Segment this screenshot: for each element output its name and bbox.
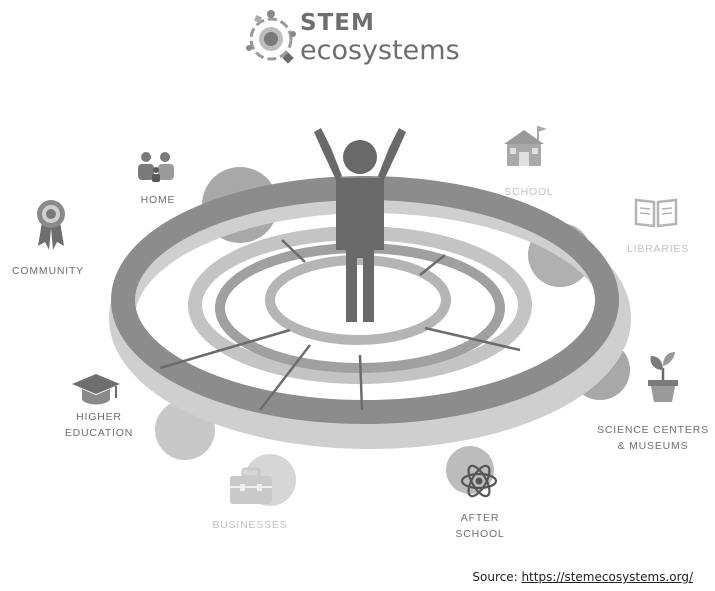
- label-higher-education: HIGHER EDUCATION: [64, 411, 134, 439]
- plant-pot-icon: [648, 352, 678, 402]
- label-businesses: BUSINESSES: [212, 519, 288, 531]
- briefcase-icon: [230, 467, 272, 504]
- stem-logo-icon: [246, 10, 296, 64]
- source-citation: Source: https://stemecosystems.org/: [472, 570, 693, 584]
- label-school: SCHOOL: [504, 186, 554, 198]
- label-science-centers-museums: SCIENCE CENTERS & MUSEUMS: [597, 424, 709, 452]
- logo-title: STEM: [300, 10, 375, 36]
- award-ribbon-icon: [37, 200, 65, 250]
- logo-subtitle: ecosystems: [300, 35, 460, 66]
- label-community: COMMUNITY: [12, 265, 84, 277]
- label-libraries: LIBRARIES: [626, 243, 690, 255]
- ring-spokes: [159, 239, 521, 411]
- graduation-cap-icon: [72, 374, 120, 405]
- label-after-school: AFTER SCHOOL: [455, 512, 505, 540]
- book-icon: [634, 198, 678, 228]
- source-link[interactable]: https://stemecosystems.org/: [521, 570, 693, 584]
- family-icon: [138, 152, 174, 182]
- school-icon: [504, 126, 547, 166]
- atom-icon: [460, 464, 498, 498]
- stem-logo-wordmark: STEM ecosystems: [300, 10, 460, 66]
- label-home: HOME: [140, 194, 176, 206]
- source-prefix: Source:: [472, 570, 522, 584]
- inner-ring: [265, 255, 451, 345]
- middle-ring-inner: [215, 243, 505, 373]
- person-figure: [314, 128, 406, 322]
